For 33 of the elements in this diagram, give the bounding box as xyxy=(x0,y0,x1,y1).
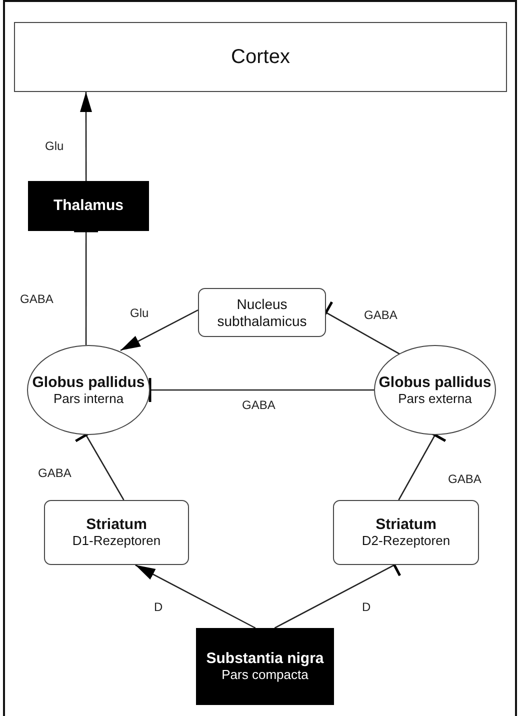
node-title: Substantia nigra xyxy=(206,650,324,668)
edge-label: GABA xyxy=(36,466,74,480)
inhibitory-connector xyxy=(72,230,100,345)
edge-label: GABA xyxy=(240,398,278,412)
region-box xyxy=(28,181,149,231)
nucleus-box xyxy=(198,288,326,337)
node-title: Globus pallidus xyxy=(32,374,145,391)
node-title: Nucleus subthalamicus xyxy=(216,296,308,329)
node-subtitle: Pars interna xyxy=(53,390,124,406)
edge-label: Glu xyxy=(128,306,151,320)
arrow xyxy=(135,564,256,629)
region-box xyxy=(196,628,334,705)
edge-label: GABA xyxy=(446,472,484,486)
edge-label: D xyxy=(152,600,165,614)
region-box xyxy=(14,22,507,92)
node-subtitle: Pars compacta xyxy=(222,667,308,683)
edge-label: GABA xyxy=(362,308,400,322)
arrow xyxy=(120,309,198,351)
node-subtitle: Pars externa xyxy=(398,390,472,406)
node-subtitle: D1-Rezeptoren xyxy=(72,533,161,549)
edge-label: Glu xyxy=(43,139,66,153)
node-title: Globus pallidus xyxy=(378,374,492,391)
edge-label: D xyxy=(360,600,373,614)
node-subtitle: D2-Rezeptoren xyxy=(362,533,450,549)
nucleus-box xyxy=(44,500,189,565)
edge-label: GABA xyxy=(18,292,56,306)
node-title: Cortex xyxy=(231,46,290,68)
node-title: Thalamus xyxy=(53,197,124,215)
nucleus-box xyxy=(333,500,479,565)
node-title: Striatum xyxy=(376,516,436,534)
inhibitory-connector xyxy=(148,376,374,404)
node-title: Striatum xyxy=(86,516,147,534)
arrow xyxy=(80,92,92,181)
